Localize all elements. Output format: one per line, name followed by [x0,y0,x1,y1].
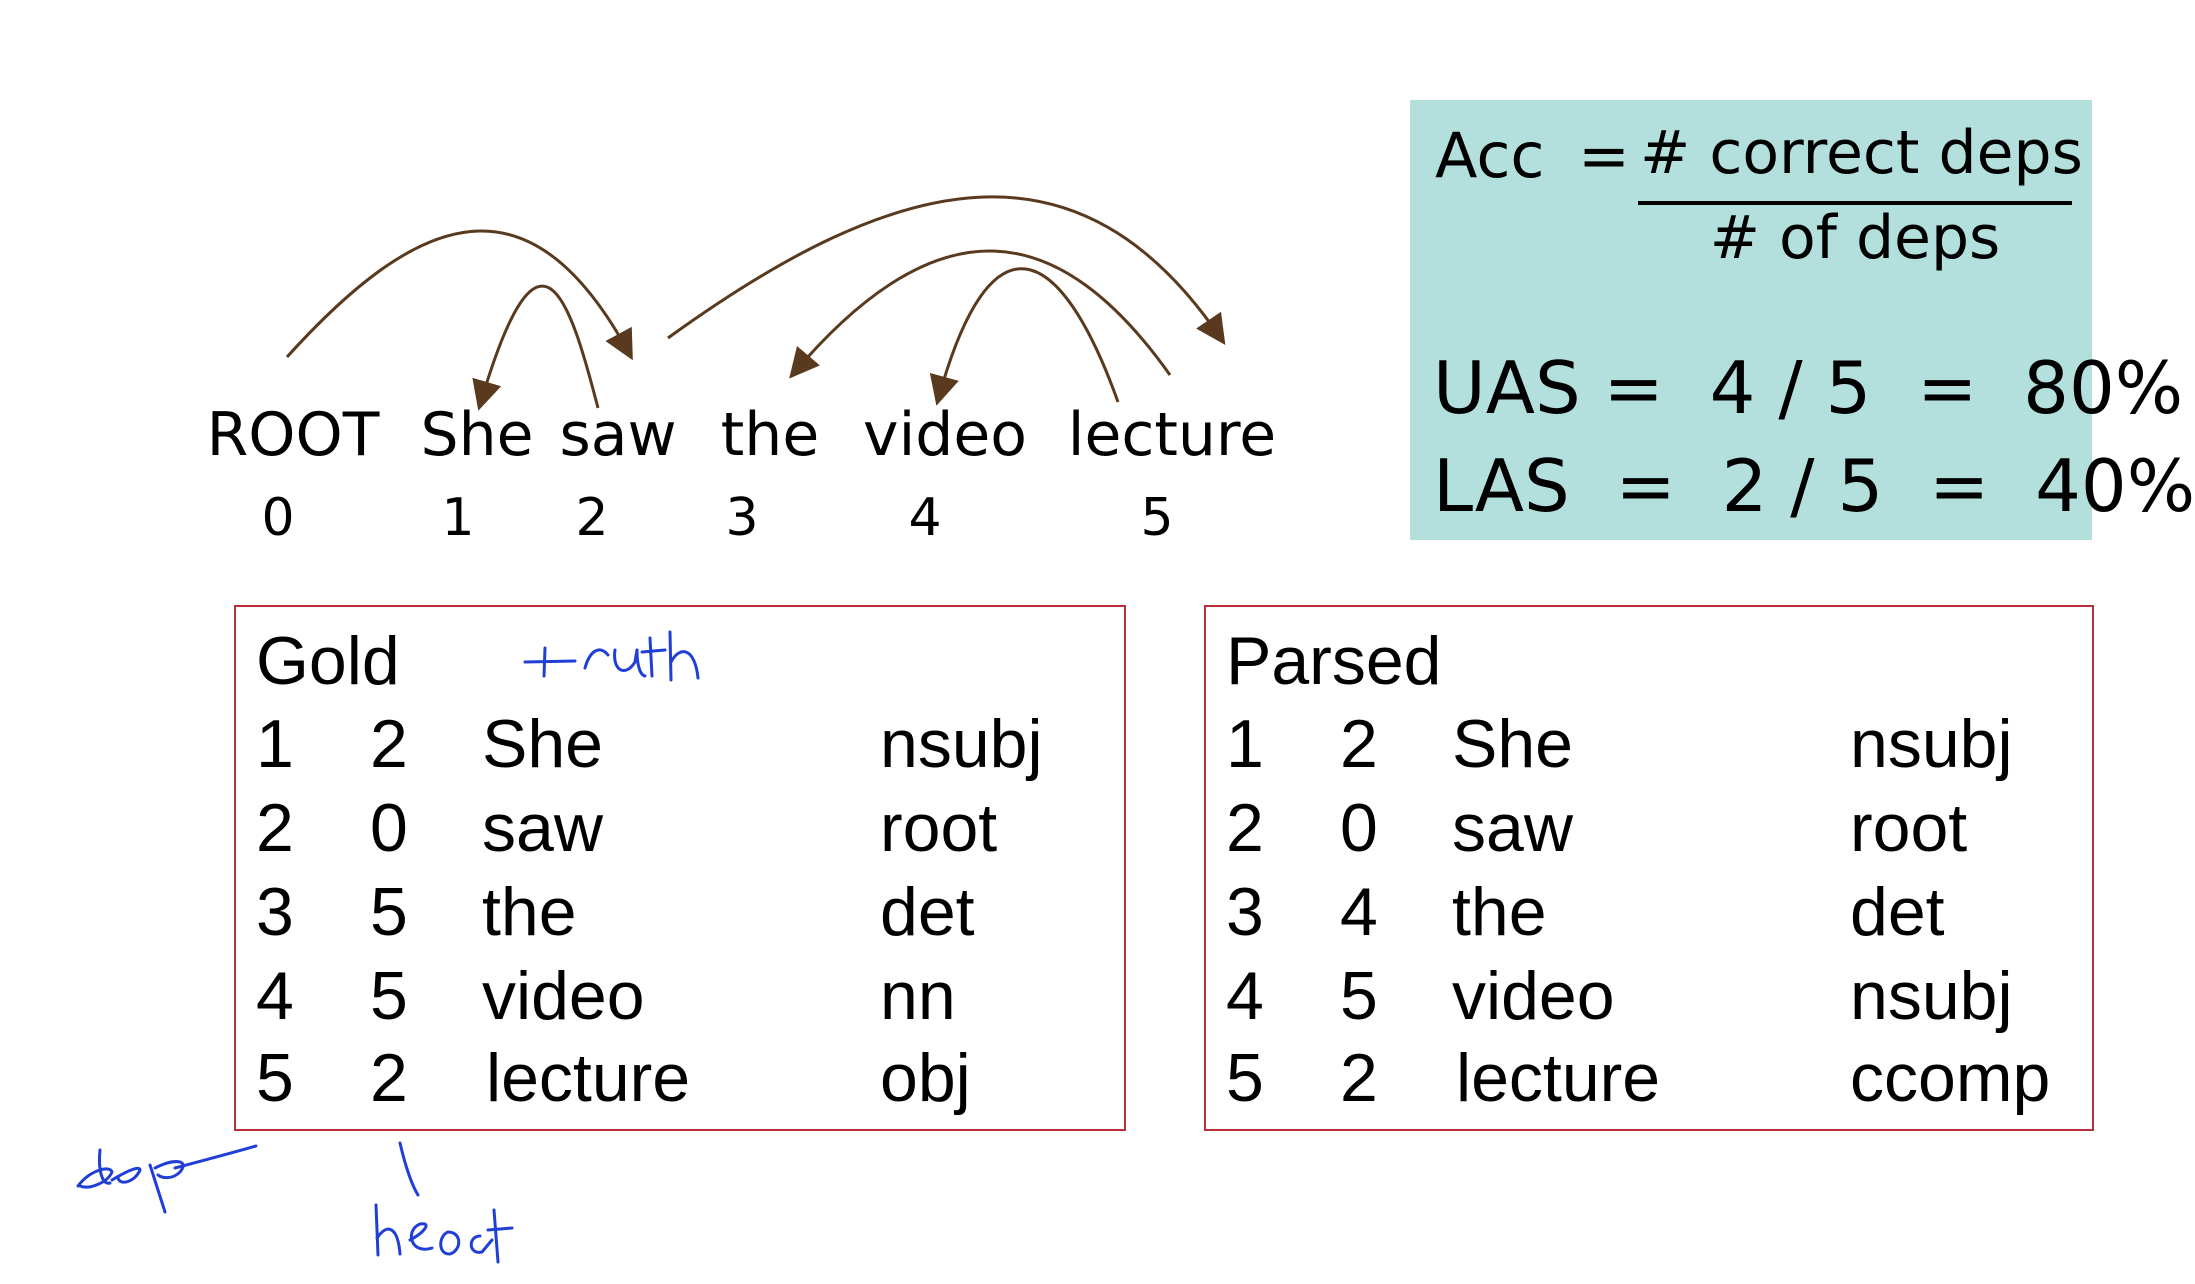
index-3: 3 [725,488,759,548]
gold-label: obj [880,1040,971,1116]
parsed-word: saw [1452,790,1573,866]
arc-root-saw [285,229,633,361]
index-1: 1 [441,488,475,548]
gold-table: Gold 1 2 She nsubj 2 0 saw root 3 5 the … [234,605,1126,1131]
handwritten-dep [76,1144,258,1214]
uas-line: UAS = 4 / 5 = 80% [1433,346,2184,430]
word-saw: saw [559,400,677,470]
gold-dep: 2 [256,790,294,866]
index-2: 2 [575,488,609,548]
parsed-word: the [1452,874,1547,950]
handwritten-truth [523,630,700,682]
parsed-label: ccomp [1850,1040,2051,1116]
parsed-label: root [1850,790,1968,866]
gold-head: 5 [370,958,408,1034]
gold-label: nn [880,958,956,1034]
gold-word: the [482,874,577,950]
parsed-dep: 3 [1226,874,1264,950]
parsed-dep: 1 [1226,706,1264,782]
acc-numerator: # correct deps [1640,118,2083,188]
word-lecture: lecture [1067,400,1277,470]
index-4: 4 [908,488,942,548]
index-0: 0 [261,488,295,548]
gold-dep: 3 [256,874,294,950]
gold-label: root [880,790,998,866]
index-5: 5 [1140,488,1174,548]
word-the: the [720,400,820,470]
word-root: ROOT [206,400,380,470]
parsed-head: 0 [1340,790,1378,866]
fraction-bar [1638,201,2072,205]
gold-dep: 5 [256,1040,294,1116]
parsed-head: 5 [1340,958,1378,1034]
gold-label: det [880,874,975,950]
acc-label: Acc [1435,119,1545,192]
gold-word: lecture [486,1040,691,1116]
parsed-head: 2 [1340,1040,1378,1116]
parsed-label: det [1850,874,1945,950]
gold-head: 2 [370,1040,408,1116]
parsed-dep: 5 [1226,1040,1264,1116]
gold-word: video [482,958,645,1034]
gold-head: 0 [370,790,408,866]
arc-saw-lecture [667,195,1226,345]
parsed-dep: 2 [1226,790,1264,866]
metrics-panel: Acc = # correct deps # of deps UAS = 4 /… [1410,100,2195,540]
gold-word: saw [482,790,603,866]
parsed-label: nsubj [1850,958,2013,1034]
arc-saw-she [472,284,600,411]
parsed-head: 2 [1340,706,1378,782]
parsed-title: Parsed [1226,623,1442,699]
gold-head: 5 [370,874,408,950]
gold-word: She [482,706,603,782]
parsed-label: nsubj [1850,706,2013,782]
word-she: She [420,400,534,470]
gold-head: 2 [370,706,408,782]
word-video: video [863,400,1027,470]
gold-title: Gold [256,623,400,699]
parsed-head: 4 [1340,874,1378,950]
acc-denominator: # of deps [1709,203,2001,273]
arc-lecture-the [789,249,1172,379]
gold-dep: 4 [256,958,294,1034]
gold-dep: 1 [256,706,294,782]
parsed-word: lecture [1456,1040,1661,1116]
arc-lecture-video [929,267,1120,406]
las-line: LAS = 2 / 5 = 40% [1433,444,2195,528]
parsed-dep: 4 [1226,958,1264,1034]
acc-equals: = [1578,119,1630,192]
gold-label: nsubj [880,706,1043,782]
parsed-word: She [1452,706,1573,782]
parsed-table: Parsed 1 2 She nsubj 2 0 saw root 3 4 th… [1204,605,2094,1131]
parsed-word: video [1452,958,1615,1034]
handwritten-head [374,1141,514,1264]
